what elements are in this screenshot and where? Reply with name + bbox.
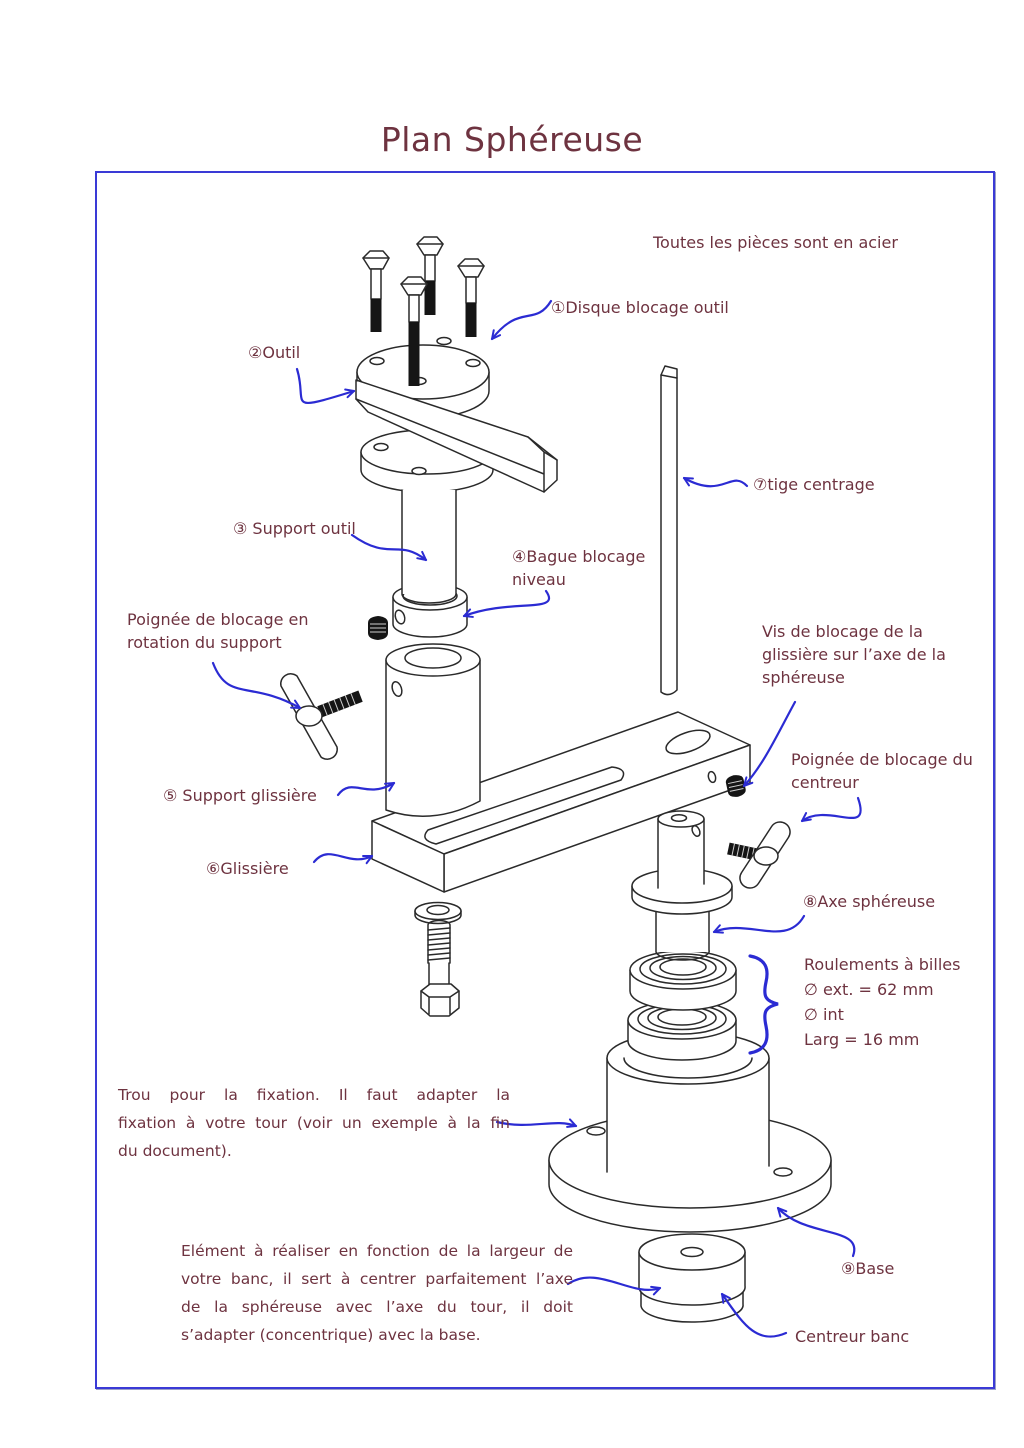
label-glissiere: ⑥Glissière bbox=[206, 859, 289, 878]
label-tige-centrage: ⑦tige centrage bbox=[753, 475, 875, 494]
poignee-centreur-drawing bbox=[727, 821, 791, 889]
support-glissiere-cylinder-drawing bbox=[385, 643, 481, 817]
leader-arrows bbox=[211, 299, 862, 1338]
axe-sphereuse-cylinder-drawing bbox=[657, 810, 705, 889]
note-material: Toutes les pièces sont en acier bbox=[653, 233, 898, 252]
label-centreur-banc: Centreur banc bbox=[795, 1327, 910, 1346]
grub-screw-left-icon bbox=[368, 616, 388, 640]
tige-centrage-drawing bbox=[660, 365, 678, 696]
label-support-glissiere: ⑤ Support glissière bbox=[163, 786, 317, 805]
note-roulements: Roulements à billes ∅ ext. = 62 mm ∅ int… bbox=[804, 955, 961, 1049]
label-support-outil: ③ Support outil bbox=[233, 519, 356, 538]
grub-screw-right-icon bbox=[725, 775, 746, 797]
poignee-support-drawing bbox=[280, 673, 363, 760]
note-trou-fixation: Trou pour la fixation. Il faut adapter l… bbox=[118, 1086, 510, 1160]
washer-bolt-drawing bbox=[414, 901, 462, 1017]
label-outil: ②Outil bbox=[248, 343, 301, 362]
axe-flange-drawing bbox=[631, 868, 733, 915]
support-outil-shaft-drawing bbox=[401, 489, 457, 604]
label-base: ⑨Base bbox=[841, 1259, 895, 1278]
drawing-border-frame bbox=[95, 171, 995, 1389]
note-element-centreur: Elément à réaliser en fonction de la lar… bbox=[181, 1242, 573, 1344]
label-bague-blocage: ④Bague blocage niveau bbox=[512, 547, 646, 590]
label-disque-blocage-outil: ①Disque blocage outil bbox=[551, 298, 729, 317]
centreur-banc-drawing bbox=[638, 1233, 746, 1323]
ball-bearing-upper-drawing bbox=[629, 950, 737, 1011]
roulements-brace bbox=[748, 954, 779, 1055]
glissiere-block-drawing bbox=[371, 711, 751, 893]
outil-bar-drawing bbox=[355, 379, 558, 493]
hex-bolts-drawing bbox=[362, 236, 485, 386]
note-vis-blocage: Vis de blocage de la glissière sur l’axe… bbox=[762, 622, 946, 688]
note-poignee-support: Poignée de blocage en rotation du suppor… bbox=[127, 610, 309, 653]
note-poignee-centreur: Poignée de blocage du centreur bbox=[791, 750, 973, 793]
label-axe-sphereuse: ⑧Axe sphéreuse bbox=[803, 892, 936, 911]
page-title: Plan Sphéreuse bbox=[380, 120, 644, 159]
ball-bearing-lower-drawing bbox=[627, 1000, 737, 1061]
